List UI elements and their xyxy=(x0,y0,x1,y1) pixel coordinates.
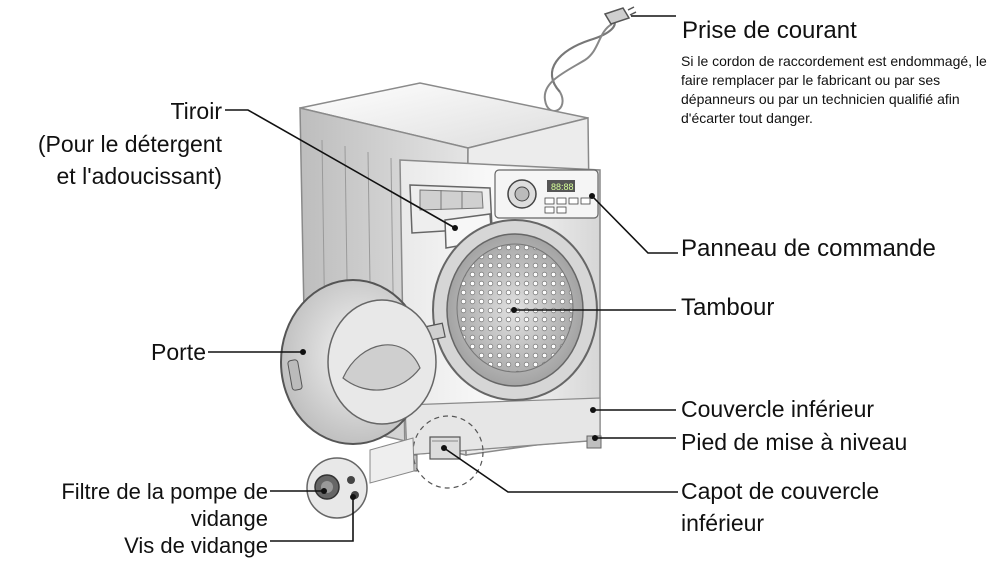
label-capot-2: inférieur xyxy=(681,510,765,536)
label-tiroir-sub-1: (Pour le détergent xyxy=(37,131,222,157)
label-tiroir: Tiroir xyxy=(170,98,222,124)
leader-lines xyxy=(208,15,678,542)
svg-text:88:88: 88:88 xyxy=(551,182,574,192)
label-panneau-de-commande: Panneau de commande xyxy=(681,235,936,262)
label-porte: Porte xyxy=(151,339,206,365)
prise-note: Si le cordon de raccordement est endomma… xyxy=(681,53,987,126)
door xyxy=(280,279,437,445)
label-capot-1: Capot de couvercle xyxy=(681,478,880,504)
label-pied-de-mise-a-niveau: Pied de mise à niveau xyxy=(681,429,908,455)
label-filtre-2: vidange xyxy=(190,506,268,531)
label-tiroir-sub-2: et l'adoucissant) xyxy=(56,163,222,189)
power-cord-icon xyxy=(543,6,637,112)
label-tambour: Tambour xyxy=(681,294,775,321)
label-vis-de-vidange: Vis de vidange xyxy=(124,533,268,558)
label-couvercle-inferieur: Couvercle inférieur xyxy=(681,396,875,422)
label-filtre-1: Filtre de la pompe de xyxy=(61,479,268,504)
drain-filter-zoom xyxy=(306,457,368,519)
label-prise-de-courant: Prise de courant xyxy=(682,17,857,44)
